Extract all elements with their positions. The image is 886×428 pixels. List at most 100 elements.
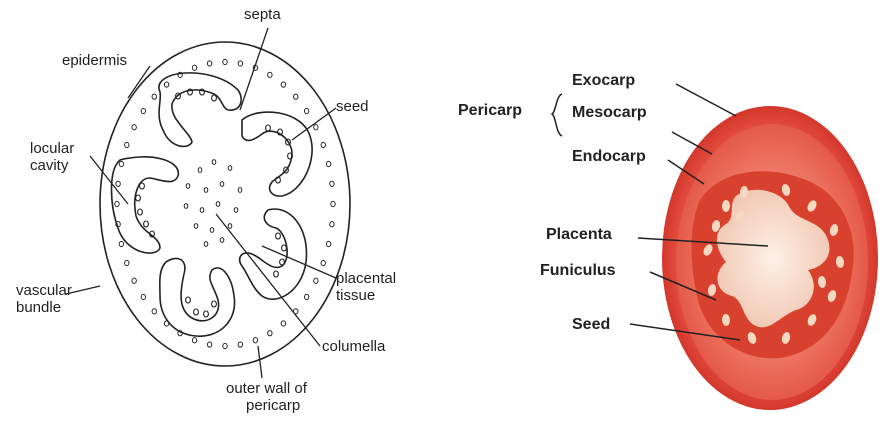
vascular-bundle-dot — [141, 108, 145, 113]
vascular-bundle-dot — [330, 181, 334, 186]
vascular-bundle-dot — [314, 278, 318, 283]
columella-dot — [204, 242, 208, 247]
vascular-bundle-dot — [321, 142, 325, 147]
label-outer-wall-line2: pericarp — [226, 397, 307, 414]
label-locular-cavity: locular cavity — [30, 140, 74, 174]
seed-mark — [204, 311, 209, 317]
columella-dots — [184, 160, 242, 247]
vascular-bundle-dot — [119, 241, 123, 246]
columella-dot — [184, 204, 188, 209]
vascular-bundle-dot — [304, 108, 308, 113]
vascular-bundle-dot — [115, 201, 119, 206]
vascular-bundle-dot — [192, 65, 196, 70]
columella-dot — [238, 188, 242, 193]
vascular-bundle-dot — [207, 342, 211, 347]
vascular-bundle-dot — [268, 72, 272, 77]
seed-mark — [144, 221, 149, 227]
columella-dot — [194, 224, 198, 229]
vascular-bundle-dot — [125, 142, 129, 147]
label-columella: columella — [322, 338, 385, 355]
vascular-bundle-dot — [321, 260, 325, 265]
vascular-bundle-dot — [141, 294, 145, 299]
columella-dot — [220, 238, 224, 243]
label-placental-tissue: placental tissue — [336, 270, 396, 304]
left-leader-lines — [66, 28, 336, 378]
locule-top — [159, 73, 241, 147]
epidermis-outline — [100, 42, 350, 366]
vascular-bundle-ring — [115, 59, 335, 348]
label-funiculus: Funiculus — [540, 262, 616, 280]
seed-mark — [276, 233, 281, 239]
vascular-bundle-dot — [314, 125, 318, 130]
columella-dot — [198, 168, 202, 173]
seed-mark — [194, 309, 199, 315]
seed-mark — [140, 183, 145, 189]
vascular-bundle-dot — [281, 321, 285, 326]
seed-mark — [212, 301, 217, 307]
left-diagram — [66, 28, 350, 378]
label-outer-wall: outer wall of pericarp — [226, 380, 307, 414]
vascular-bundle-dot — [132, 125, 136, 130]
vascular-bundle-dot — [192, 338, 196, 343]
seed-mark — [282, 245, 287, 251]
label-seed-right: Seed — [572, 316, 610, 334]
label-seed-left: seed — [336, 98, 369, 115]
tomato-slice — [662, 106, 878, 410]
vascular-bundle-dot — [132, 278, 136, 283]
locule-bottom — [160, 258, 235, 336]
seed-mark — [138, 209, 143, 215]
label-endocarp: Endocarp — [572, 148, 646, 166]
vascular-bundle-dot — [330, 222, 334, 227]
vascular-bundle-dot — [253, 338, 257, 343]
label-placental-line1: placental — [336, 270, 396, 287]
columella-dot — [204, 188, 208, 193]
columella-dot — [228, 166, 232, 171]
seed-mark — [274, 271, 279, 277]
label-pericarp: Pericarp — [458, 102, 522, 120]
seed-mark — [186, 297, 191, 303]
label-locular-line1: locular — [30, 140, 74, 157]
label-vascular-bundle: vascular bundle — [16, 282, 72, 316]
vascular-bundle-dot — [223, 59, 227, 64]
vascular-bundle-dot — [304, 294, 308, 299]
label-exocarp: Exocarp — [572, 72, 635, 90]
vascular-bundle-dot — [164, 82, 168, 87]
label-placental-line2: tissue — [336, 287, 396, 304]
vascular-bundle-dot — [119, 161, 123, 166]
vascular-bundle-dot — [223, 343, 227, 348]
label-locular-line2: cavity — [30, 157, 74, 174]
label-placenta: Placenta — [546, 226, 612, 244]
seed-mark — [212, 95, 217, 101]
vascular-bundle-dot — [326, 241, 330, 246]
locule-left — [112, 157, 179, 253]
locule-upper-right — [242, 112, 312, 196]
vascular-bundle-dot — [116, 181, 120, 186]
label-outer-wall-line1: outer wall of — [226, 380, 307, 397]
columella-dot — [216, 202, 220, 207]
vascular-bundle-dot — [326, 161, 330, 166]
columella-dot — [212, 160, 216, 165]
label-vascular-line1: vascular — [16, 282, 72, 299]
vascular-bundle-dot — [125, 260, 129, 265]
vascular-bundle-dot — [268, 331, 272, 336]
vascular-bundle-dot — [152, 309, 156, 314]
columella-dot — [228, 224, 232, 229]
vascular-bundle-dot — [238, 342, 242, 347]
seed-mark — [280, 259, 285, 265]
label-epidermis: epidermis — [62, 52, 127, 69]
label-vascular-line2: bundle — [16, 299, 72, 316]
columella-dot — [210, 228, 214, 233]
vascular-bundle-dot — [152, 94, 156, 99]
vascular-bundle-dot — [207, 61, 211, 66]
label-septa: septa — [244, 6, 281, 23]
seed-mark — [136, 195, 141, 201]
seed-mark — [266, 125, 271, 131]
vascular-bundle-dot — [281, 82, 285, 87]
vascular-bundle-dot — [238, 61, 242, 66]
columella-dot — [220, 182, 224, 187]
columella-dot — [200, 208, 204, 213]
label-mesocarp: Mesocarp — [572, 104, 647, 122]
vascular-bundle-dot — [294, 94, 298, 99]
columella-dot — [186, 184, 190, 189]
